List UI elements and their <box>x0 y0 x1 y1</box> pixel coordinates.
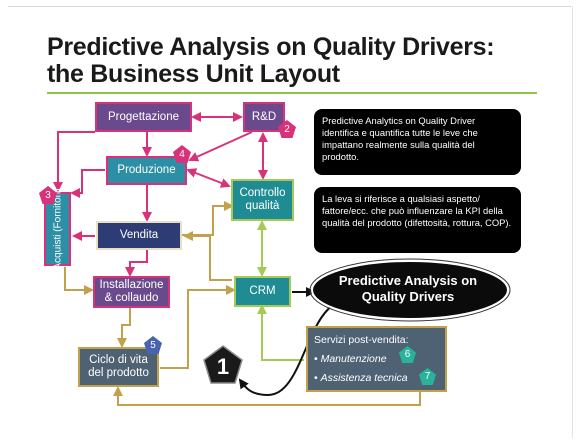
link-produzione-acquisti <box>70 169 105 198</box>
badge-5-label: 5 <box>150 339 156 351</box>
box-ciclo-di-vita: Ciclo di vita del prodotto <box>78 347 159 387</box>
link-produzione-controllo <box>186 168 231 188</box>
badge-4-label: 4 <box>179 148 185 160</box>
servizi-heading: Servizi post-vendita: <box>314 334 409 346</box>
link-crm-vendita <box>183 231 232 281</box>
title-line-1: Predictive Analysis on Quality Drivers: <box>47 33 495 61</box>
box-progettazione: Progettazione <box>95 102 192 132</box>
bullet-icon: • <box>314 372 321 384</box>
link-servizi-ciclo <box>113 386 421 406</box>
link-progettazione-acquisti <box>53 131 95 192</box>
badge-6-label: 6 <box>404 349 411 360</box>
badge-4: 4 <box>172 144 192 164</box>
text-box-lever-text: La leva si riferisce a qualsiasi aspetto… <box>322 193 512 228</box>
link-vendita-controllo <box>181 201 234 236</box>
bullet-icon: • <box>314 353 321 365</box>
slide-right-border <box>572 6 573 438</box>
servizi-item-manutenzione-label: Manutenzione <box>320 353 387 365</box>
text-box-description: Predictive Analytics on Quality Driver i… <box>314 109 521 175</box>
box-produzione-label: Produzione <box>117 164 176 176</box>
box-ciclo-di-vita-label: Ciclo di vita del prodotto <box>88 354 149 379</box>
box-controllo-qualita: Controllo qualità <box>231 179 294 221</box>
link-installazione-ciclo <box>117 307 131 348</box>
box-installazione-label: Installazione & collaudo <box>99 279 164 304</box>
predictive-analysis-label: Predictive Analysis on Quality Drivers <box>338 273 478 304</box>
box-acquisti: Acquisti (Fornitori) <box>44 188 71 270</box>
text-box-description-text: Predictive Analytics on Quality Driver i… <box>322 115 478 162</box>
link-acquisti-installazione <box>64 267 94 295</box>
pentagon-icon <box>278 120 296 138</box>
link-ciclo-crm <box>160 285 236 369</box>
servizi-item-manutenzione: • Manutenzione <box>314 350 439 369</box>
servizi-item-assistenza-label: Assistenza tecnica <box>320 372 408 384</box>
box-produzione: Produzione <box>106 156 187 185</box>
pentagon-icon <box>203 345 243 384</box>
badge-5: 5 <box>143 335 163 355</box>
badge-3-label: 3 <box>45 189 51 201</box>
servizi-item-assistenza: • Assistenza tecnica <box>314 369 439 388</box>
badge-3: 3 <box>38 185 58 205</box>
slide-title: Predictive Analysis on Quality Drivers: … <box>47 34 567 88</box>
title-line-2: the Business Unit Layout <box>47 60 340 88</box>
box-vendita-label: Vendita <box>119 229 159 241</box>
slide-top-border <box>8 6 571 7</box>
link-vendita-installazione <box>125 248 148 277</box>
box-vendita: Vendita <box>96 221 182 250</box>
text-box-lever: La leva si riferisce a qualsiasi aspetto… <box>314 187 521 253</box>
badge-2-label: 2 <box>284 123 290 135</box>
title-rule <box>47 92 537 94</box>
badge-7-label: 7 <box>424 371 431 382</box>
box-rd-label: R&D <box>251 110 277 123</box>
pentagon-icon <box>39 186 57 204</box>
pentagon-icon <box>418 367 437 386</box>
badge-2: 2 <box>277 119 297 139</box>
badge-6: 6 <box>398 345 417 364</box>
box-crm-label: CRM <box>249 285 276 297</box>
link-rd-produzione <box>188 131 253 162</box>
box-controllo-qualita-label: Controllo qualità <box>239 187 286 212</box>
pentagon-icon <box>398 345 417 364</box>
link-servizi-crm <box>257 304 304 361</box>
box-installazione: Installazione & collaudo <box>93 276 170 308</box>
box-progettazione-label: Progettazione <box>108 110 179 123</box>
badge-7: 7 <box>418 367 437 386</box>
predictive-ellipse <box>311 260 509 320</box>
pentagon-icon <box>144 336 162 354</box>
badge-1-label: 1 <box>216 354 230 379</box>
box-crm: CRM <box>234 276 291 307</box>
box-rd: R&D <box>243 102 285 132</box>
pentagon-icon <box>173 145 191 163</box>
badge-1: 1 <box>203 345 243 385</box>
